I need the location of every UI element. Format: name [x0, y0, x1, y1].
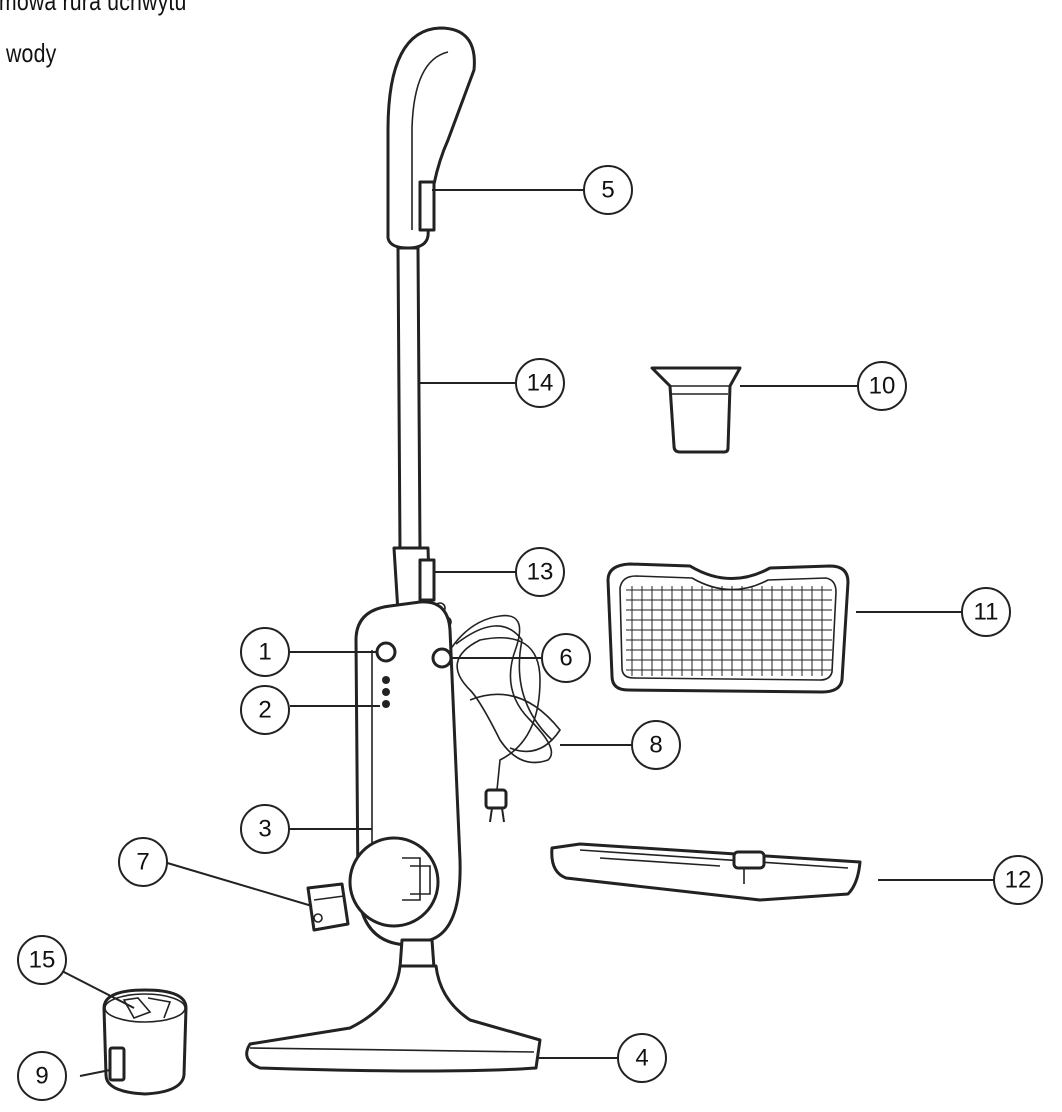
callout-6: 6 [541, 633, 591, 683]
callout-1-label: 1 [258, 639, 271, 666]
callout-11-label: 11 [974, 599, 999, 626]
callout-14: 14 [515, 358, 565, 408]
callout-9-label: 9 [35, 1063, 48, 1090]
handle-tube [396, 246, 422, 552]
callout-15: 15 [17, 935, 67, 985]
callout-4-label: 4 [635, 1045, 648, 1072]
callout-15-label: 15 [29, 947, 56, 974]
callout-12: 12 [993, 855, 1043, 905]
callout-13: 13 [515, 547, 565, 597]
canister [102, 988, 188, 1096]
callout-6-label: 6 [559, 645, 572, 672]
callout-13-label: 13 [527, 559, 554, 586]
callout-14-label: 14 [527, 370, 554, 397]
caption-line-2: wody [6, 38, 57, 68]
callout-12-label: 12 [1005, 867, 1032, 894]
mop-head [245, 964, 542, 1073]
callout-10: 10 [857, 361, 907, 411]
callout-1: 1 [240, 627, 290, 677]
measuring-cup [650, 366, 742, 454]
callout-4: 4 [617, 1033, 667, 1083]
callout-10-label: 10 [869, 373, 896, 400]
callout-3: 3 [240, 804, 290, 854]
callout-7-label: 7 [136, 849, 149, 876]
accessory-part-7 [306, 882, 350, 932]
callout-11: 11 [961, 587, 1011, 637]
caption-line-1: imowa rura uchwytu [0, 0, 187, 16]
cleaning-pad [606, 562, 850, 694]
callout-9: 9 [17, 1051, 67, 1101]
callout-5: 5 [583, 165, 633, 215]
callout-8: 8 [631, 720, 681, 770]
callout-3-label: 3 [258, 816, 271, 843]
pad-frame [550, 842, 862, 902]
callout-2: 2 [240, 685, 290, 735]
handle-grip [386, 26, 476, 250]
callout-2-label: 2 [258, 697, 271, 724]
callout-5-label: 5 [601, 177, 614, 204]
callout-8-label: 8 [649, 732, 662, 759]
leader-lines [59, 189, 994, 1077]
callout-7: 7 [118, 837, 168, 887]
main-body [348, 600, 462, 970]
power-cord [449, 614, 561, 823]
